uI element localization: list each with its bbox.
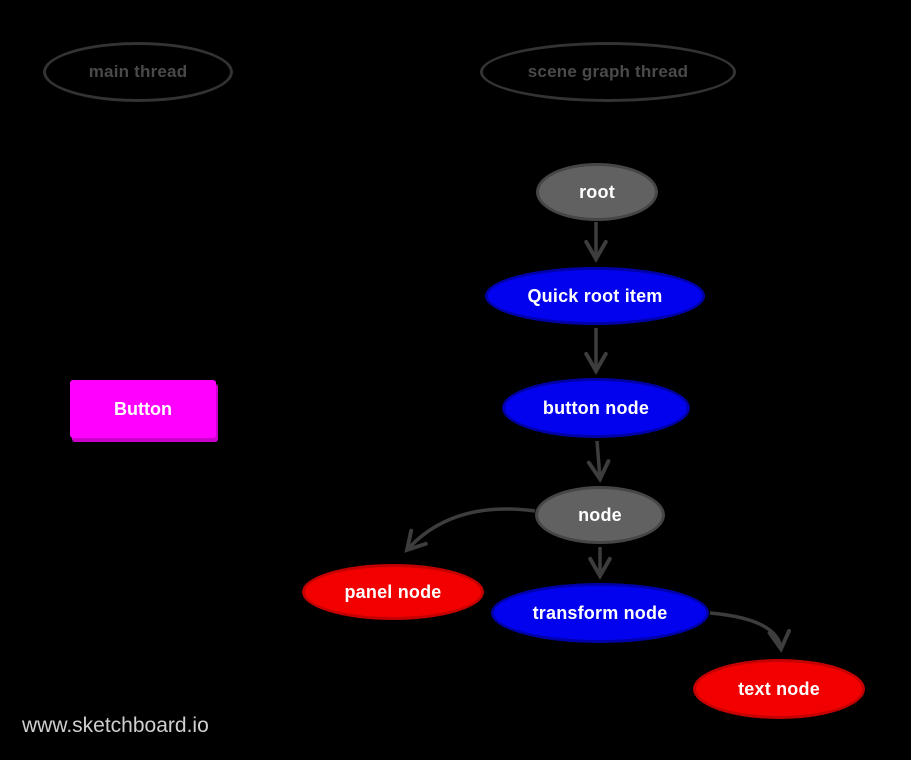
node-panel-node[interactable]: panel node [302,564,484,620]
edge-button-node-to-node[interactable] [597,440,600,479]
node-transform-node[interactable]: transform node [491,583,709,643]
node-root[interactable]: root [536,163,658,221]
thread-label-text: main thread [88,62,188,81]
node-text-node[interactable]: text node [693,659,865,719]
thread-label-main-thread[interactable]: main thread [43,42,233,102]
node-node[interactable]: node [535,486,665,544]
node-label: text node [738,678,820,699]
thread-label-scene-graph-thread[interactable]: scene graph thread [480,42,736,102]
node-label: transform node [532,602,668,623]
button-rectangle[interactable]: Button [70,380,216,438]
node-button-node[interactable]: button node [502,378,690,438]
node-label: button node [542,397,650,418]
node-label: Quick root item [527,285,663,306]
thread-label-text: scene graph thread [527,62,689,81]
node-label: panel node [344,581,442,602]
node-label: node [578,504,622,525]
node-quick-root-item[interactable]: Quick root item [485,267,705,325]
button-label: Button [114,398,172,419]
edge-transform-node-to-text-node[interactable] [709,611,781,649]
sketchboard-watermark: www.sketchboard.io [22,714,209,737]
node-label: root [579,181,615,202]
edge-node-to-panel-node[interactable] [407,507,536,550]
